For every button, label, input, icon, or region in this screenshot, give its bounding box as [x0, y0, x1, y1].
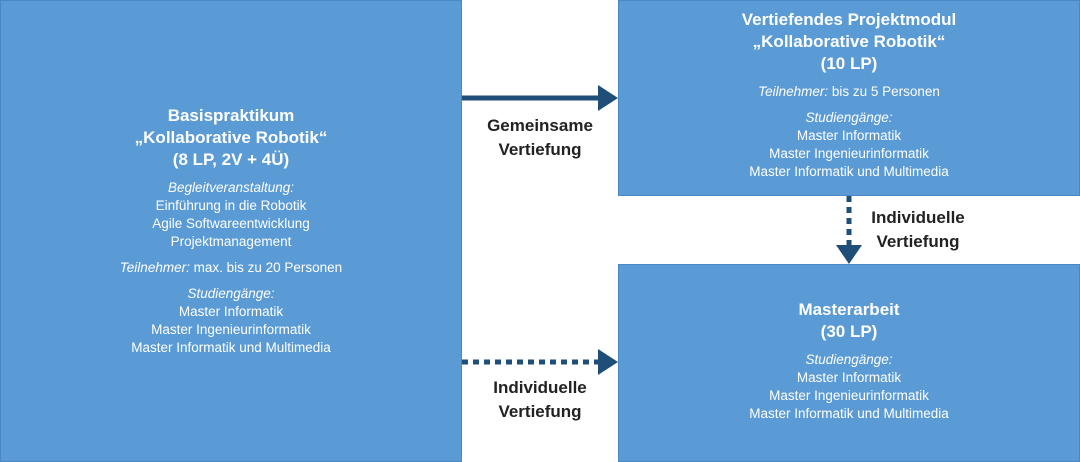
solid-arrow-head — [598, 85, 618, 111]
teilnehmer-line: Teilnehmer: max. bis zu 20 Personen — [120, 259, 342, 277]
studiengang-item: Master Informatik — [796, 370, 902, 385]
studiengaenge-label: Studiengänge: — [187, 286, 275, 301]
box-title-line: Basispraktikum — [167, 106, 295, 125]
studiengang-item: Master Informatik und Multimedia — [749, 164, 949, 179]
projektmodul-box: Vertiefendes Projektmodul „Kollaborative… — [618, 0, 1080, 196]
box-title-line: „Kollaborative Robotik“ — [752, 32, 946, 51]
box-title-line: Vertiefendes Projektmodul — [741, 10, 957, 29]
box-title-line: „Kollaborative Robotik“ — [134, 128, 328, 147]
teilnehmer-value: max. bis zu 20 Personen — [189, 260, 343, 275]
basispraktikum-box: Basispraktikum „Kollaborative Robotik“ (… — [0, 0, 462, 462]
arrow-label-line: Individuelle — [493, 378, 587, 397]
studiengang-item: Master Informatik und Multimedia — [749, 406, 949, 421]
vertical-vertiefung-label: Individuelle Vertiefung — [858, 206, 978, 254]
teilnehmer-value: bis zu 5 Personen — [828, 84, 940, 99]
studiengang-item: Master Ingenieurinformatik — [151, 322, 311, 337]
studiengang-item: Master Ingenieurinformatik — [769, 388, 929, 403]
arrow-label-line: Vertiefung — [498, 140, 582, 159]
teilnehmer-label: Teilnehmer: — [119, 260, 190, 275]
box-title-line: Masterarbeit — [798, 300, 900, 319]
teilnehmer-label: Teilnehmer: — [758, 84, 829, 99]
masterarbeit-box: Masterarbeit (30 LP) Studiengänge: Maste… — [618, 264, 1080, 462]
begleit-item: Einführung in die Robotik — [155, 198, 307, 213]
studiengaenge-label: Studiengänge: — [805, 352, 893, 367]
box-title-line: (30 LP) — [820, 322, 878, 341]
gemeinsame-vertiefung-label: Gemeinsame Vertiefung — [462, 114, 618, 162]
begleit-item: Agile Softwareentwicklung — [152, 216, 310, 231]
studiengang-item: Master Informatik — [796, 128, 902, 143]
arrow-label-line: Individuelle — [871, 208, 965, 227]
arrow-label-line: Vertiefung — [498, 402, 582, 421]
teilnehmer-line: Teilnehmer: bis zu 5 Personen — [758, 83, 940, 101]
box-title-line: (10 LP) — [820, 54, 878, 73]
box-title-line: (8 LP, 2V + 4Ü) — [172, 150, 290, 169]
begleit-item: Projektmanagement — [170, 234, 292, 249]
arrow-label-line: Vertiefung — [876, 232, 960, 251]
begleitveranstaltung-label: Begleitveranstaltung: — [167, 180, 295, 195]
individuelle-vertiefung-label: Individuelle Vertiefung — [462, 376, 618, 424]
arrow-label-line: Gemeinsame — [487, 116, 593, 135]
studiengang-item: Master Ingenieurinformatik — [769, 146, 929, 161]
studiengaenge-label: Studiengänge: — [805, 110, 893, 125]
dotted-arrow-head — [598, 349, 618, 375]
studiengang-item: Master Informatik und Multimedia — [131, 340, 331, 355]
studiengang-item: Master Informatik — [178, 304, 284, 319]
